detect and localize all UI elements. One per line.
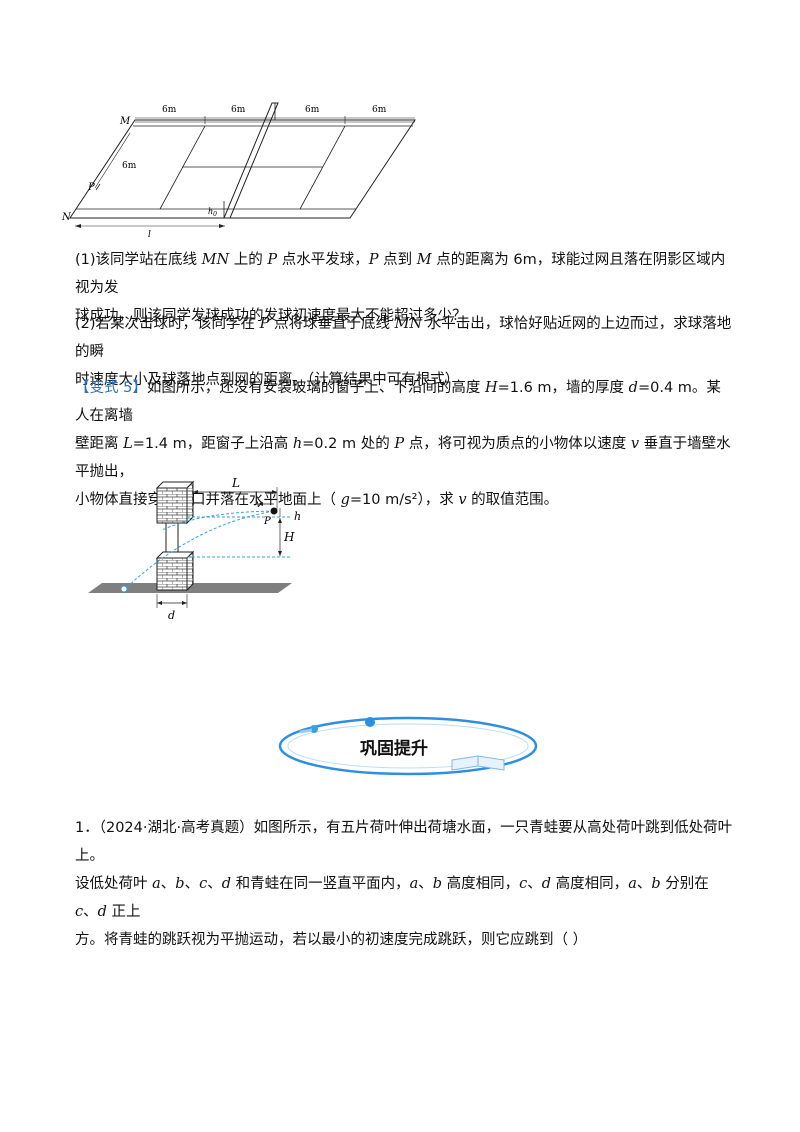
label-6m-3: 6m [305,105,320,115]
court-diagram: M N P 6m 6m 6m 6m 6m h0 l [61,102,416,238]
banner-dot-top [365,717,375,727]
ground [88,583,292,593]
upper-wall [156,487,188,524]
book-icon [451,755,505,771]
label-6m-1: 6m [162,105,177,115]
label-L: L [231,476,240,490]
net [223,102,279,219]
point-p [270,507,278,515]
practice-question-1: 1．（2024·湖北·高考真题）如图所示，有五片荷叶伸出荷塘水面，一只青蛙要从高… [75,820,733,948]
label-h: h [294,510,301,523]
label-p: P [87,182,95,193]
label-d: d [168,609,175,622]
label-6m-4: 6m [372,105,387,115]
section-banner [278,716,538,776]
label-H: H [283,530,295,544]
section-title: 巩固提升 [360,739,428,759]
variant-5: 【变式 5】如图所示，还没有安装玻璃的窗子上、下沿间的高度 H=1.6 m，墙的… [75,380,731,508]
label-m: M [119,116,131,127]
court-outline [69,119,416,219]
label-l: l [148,230,151,238]
question-1: (1)该同学站在底线 MN 上的 P 点水平发球，P 点到 M 点的距离为 6m… [75,252,726,324]
label-6m-2: 6m [231,105,246,115]
variant-tag: 【变式 5】 [75,380,147,396]
label-v: v [256,499,262,510]
window-diagram: L v P h H d [88,476,301,622]
question-2: (2)若某次击球时，该同学在 P 点将球垂直于底线 MN 水平击出，球恰好贴近网… [75,316,732,388]
label-n: N [61,212,72,223]
lower-wall [156,557,188,591]
label-6m-side: 6m [122,161,137,171]
banner-ellipse [278,716,538,776]
label-h0: h0 [208,207,217,218]
label-P2: P [263,516,271,527]
